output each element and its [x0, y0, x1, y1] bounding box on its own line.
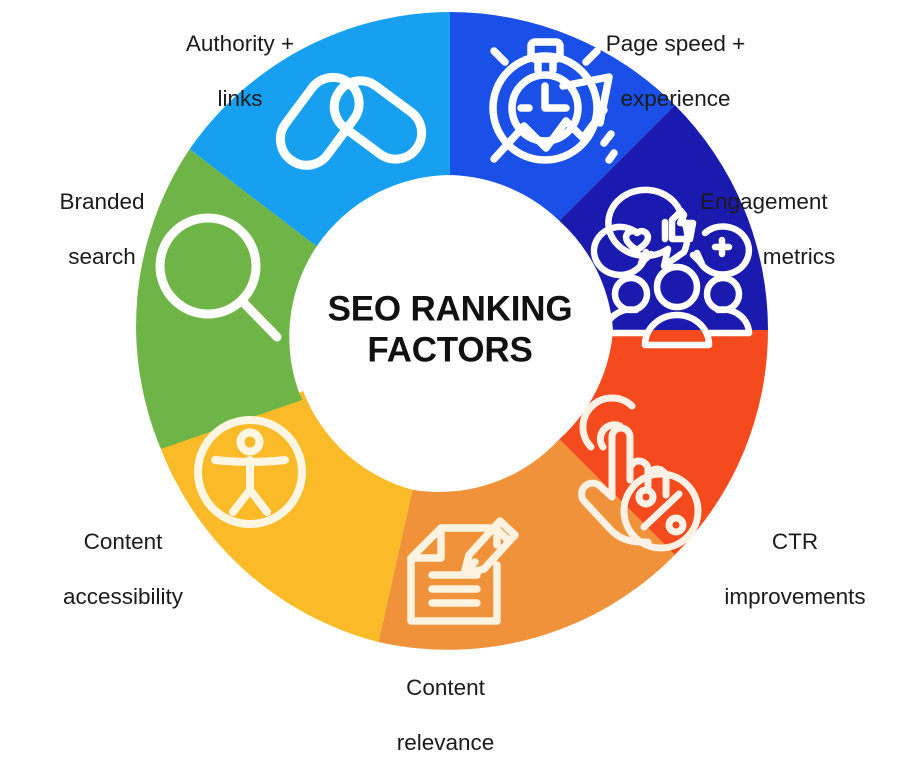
label-authority-links-line-2: links	[217, 86, 263, 112]
label-ctr-improvements: CTR improvements	[695, 500, 895, 638]
label-content-relevance-line-2: relevance	[396, 730, 495, 756]
segment-ctr-improvements[interactable]	[559, 330, 768, 555]
segment-content-accessibility[interactable]	[160, 391, 413, 643]
label-engagement-metrics: Engagement metrics	[700, 160, 898, 298]
segment-authority-links[interactable]	[189, 12, 450, 247]
label-content-accessibility-line-1: Content	[83, 528, 163, 554]
seo-ranking-factors-infographic: SEO RANKING FACTORS Authority + links Pa…	[12, 2, 898, 755]
chain-link-icon	[275, 72, 427, 170]
label-page-speed: Page speed + experience	[568, 2, 783, 140]
label-ctr-improvements-line-2: improvements	[724, 584, 866, 610]
label-page-speed-line-2: experience	[620, 86, 731, 112]
label-ctr-improvements-line-1: CTR	[771, 528, 819, 554]
label-branded-search-line-2: search	[68, 244, 136, 270]
label-page-speed-line-1: Page speed +	[605, 30, 746, 56]
label-branded-search-line-1: Branded	[59, 188, 145, 214]
people-reactions-icon	[590, 186, 753, 349]
magnifying-glass-icon	[155, 213, 282, 342]
label-authority-links-line-1: Authority +	[185, 30, 295, 56]
label-engagement-metrics-line-1: Engagement	[700, 188, 828, 214]
document-pencil-icon	[407, 517, 519, 625]
segment-content-relevance[interactable]	[378, 439, 675, 650]
label-engagement-metrics-line-2: metrics	[762, 244, 836, 270]
label-content-relevance: Content relevance	[338, 646, 553, 784]
label-authority-links: Authority + links	[140, 2, 340, 140]
donut-chart	[136, 12, 768, 650]
label-content-relevance-line-1: Content	[406, 674, 485, 700]
click-hand-percent-icon	[578, 394, 702, 552]
label-content-accessibility: Content accessibility	[18, 500, 228, 638]
stopwatch-growth-arrow-icon	[489, 38, 618, 164]
label-content-accessibility-line-2: accessibility	[62, 584, 184, 610]
label-branded-search: Branded search	[12, 160, 192, 298]
accessibility-person-icon	[194, 416, 306, 528]
